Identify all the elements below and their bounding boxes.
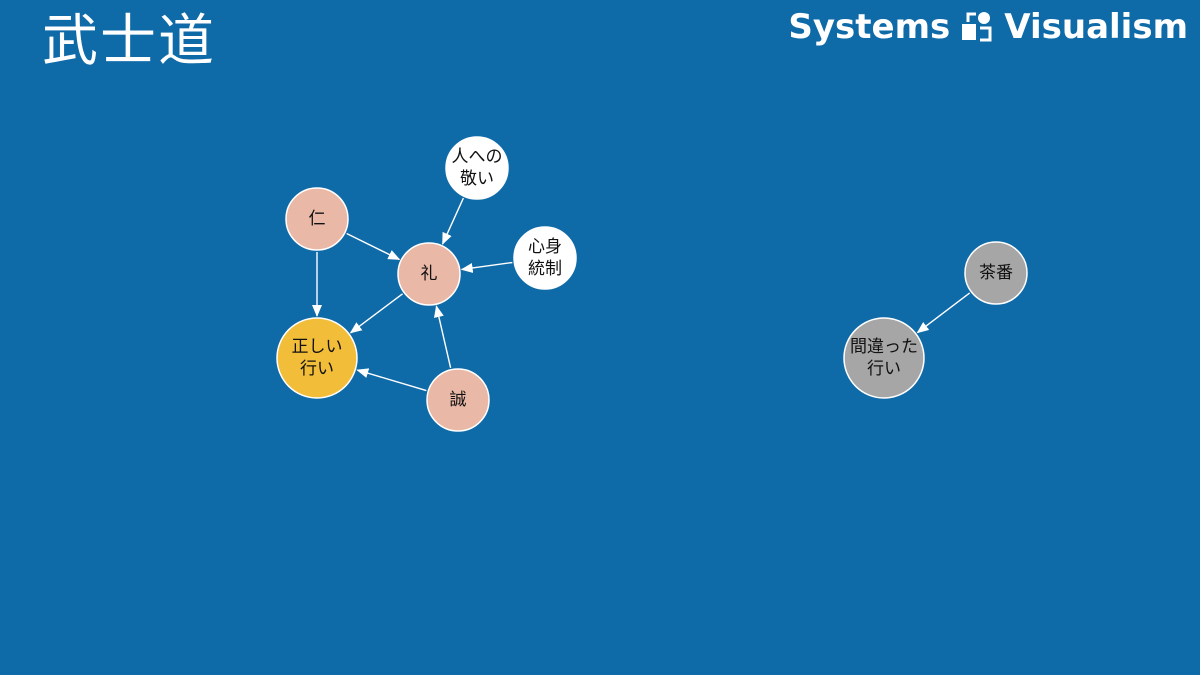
node-label: 敬い [460, 169, 494, 189]
node-makoto[interactable]: 誠 [426, 368, 490, 432]
node-label: 統制 [528, 259, 562, 279]
edge-jin-to-rei [346, 232, 401, 261]
edge-sabancha-to-wrong_action [916, 292, 971, 334]
edge-rei-to-right_action [349, 293, 404, 334]
node-label: 行い [300, 359, 334, 379]
node-circle [285, 187, 349, 251]
node-jin[interactable]: 仁 [285, 187, 349, 251]
node-circle [964, 241, 1028, 305]
node-label: 行い [867, 359, 901, 379]
brand-name-right: Visualism [1004, 7, 1188, 47]
node-circle [276, 317, 358, 399]
node-sabancha[interactable]: 茶番 [964, 241, 1028, 305]
node-label: 正しい [292, 337, 343, 357]
edge-makoto-to-right_action [356, 368, 427, 392]
node-label: 心身 [528, 237, 562, 257]
node-circle [445, 136, 509, 200]
node-label: 誠 [450, 390, 467, 410]
edge-respect-to-rei [441, 197, 465, 245]
page-title: 武士道 [42, 9, 216, 74]
systems-visualism-logo-icon [962, 12, 992, 42]
node-label: 礼 [421, 264, 438, 284]
node-rei[interactable]: 礼 [397, 242, 461, 306]
brand-logo: Systems Visualism [788, 6, 1188, 48]
node-circle [513, 226, 577, 290]
edge-self_control-to-rei [460, 261, 513, 273]
node-label: 間違った [850, 337, 918, 357]
node-circle [426, 368, 490, 432]
brand-name-left: Systems [788, 7, 951, 47]
node-circle [397, 242, 461, 306]
node-label: 茶番 [979, 263, 1013, 283]
node-label: 仁 [309, 209, 326, 229]
node-circle [843, 317, 925, 399]
node-label: 人への [452, 147, 503, 167]
edge-makoto-to-rei [433, 305, 452, 368]
